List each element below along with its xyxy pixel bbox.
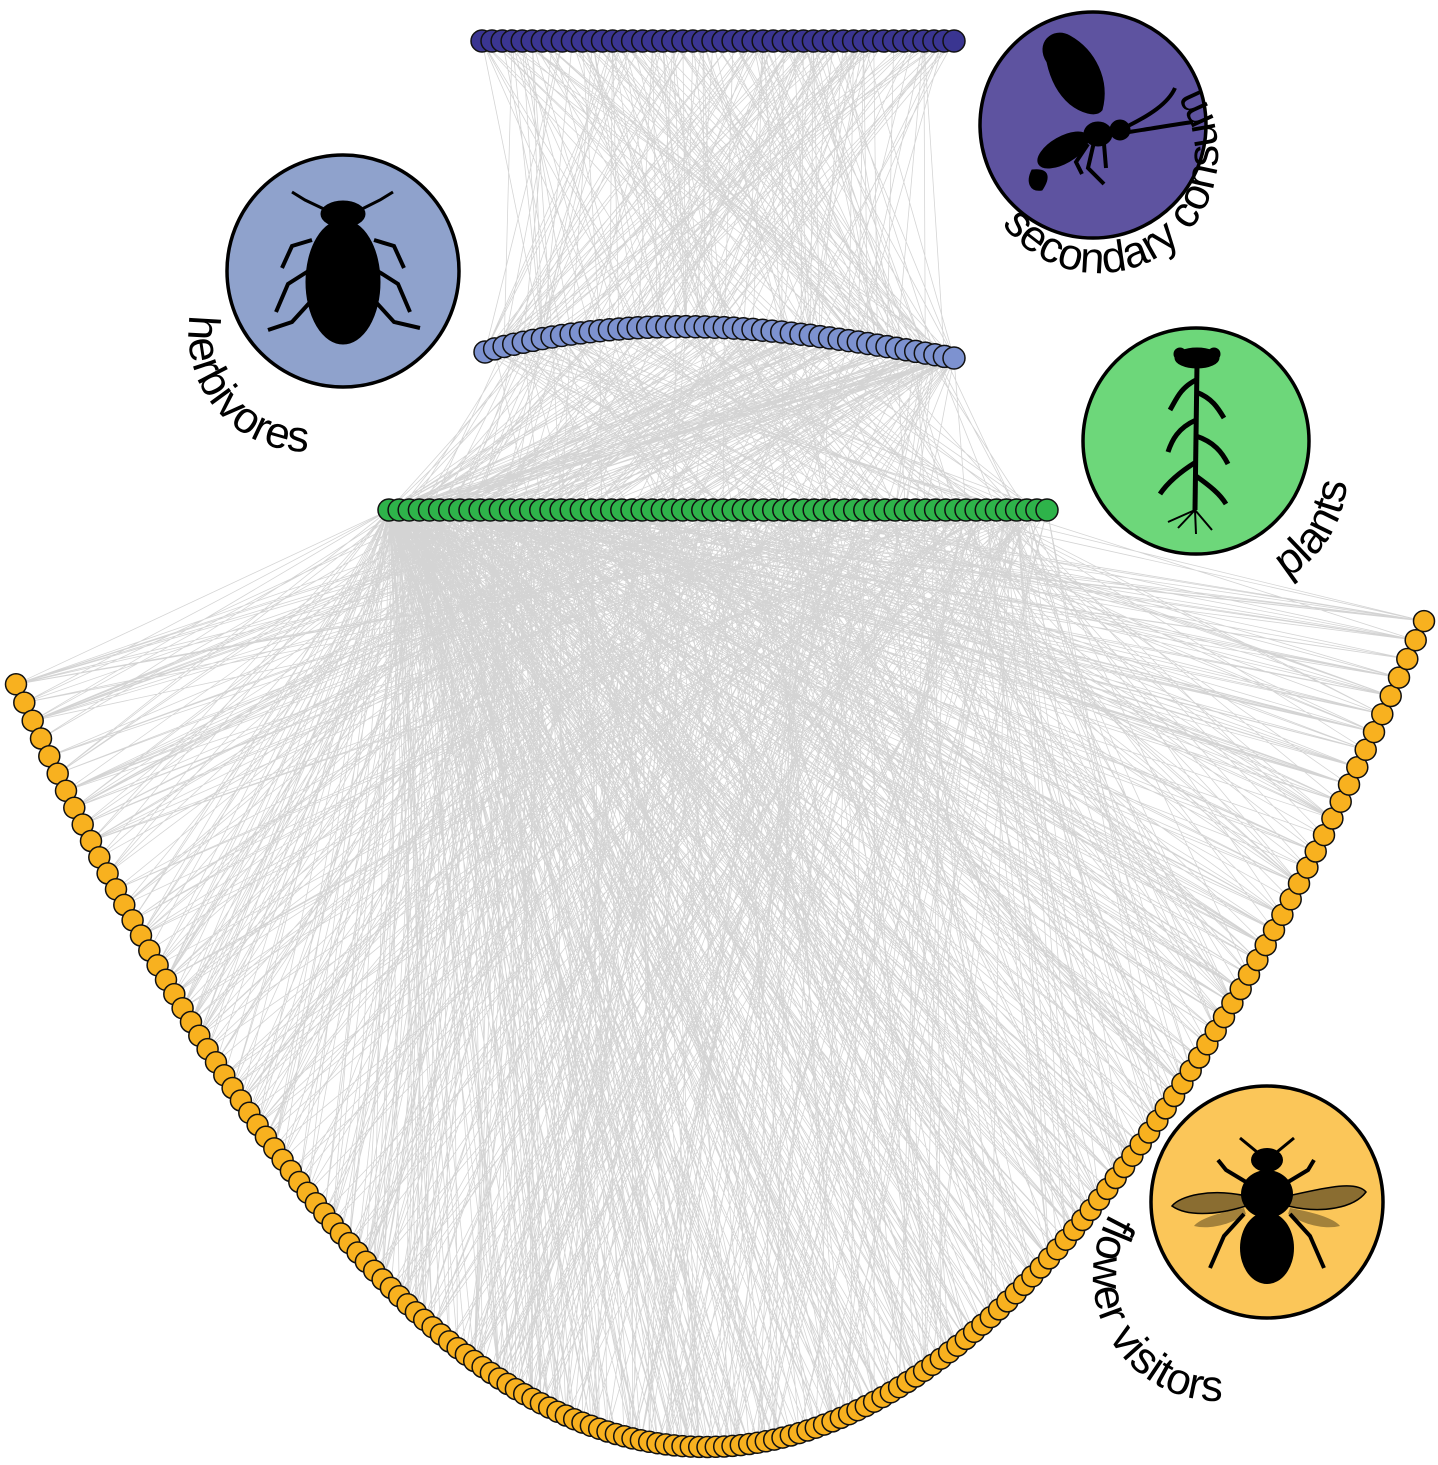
visitors-node	[1396, 647, 1419, 671]
visitors-node	[13, 691, 36, 714]
visitors-node	[1387, 666, 1411, 689]
plants-badge: plants	[1081, 326, 1357, 587]
flower-visitors-badge: flower visitors	[1083, 1084, 1385, 1411]
plants-node	[1035, 498, 1059, 522]
visitors-node	[4, 673, 28, 696]
species-nodes	[4, 29, 1436, 1459]
aphid-icon	[267, 190, 421, 345]
herbivores-badge: herbivores	[178, 153, 461, 462]
visitors-node	[1404, 628, 1427, 652]
secondary-consumer-nodes	[470, 29, 966, 53]
secondary-node	[942, 29, 966, 53]
bee-icon	[1170, 1136, 1367, 1284]
wasp-icon	[1028, 32, 1194, 191]
herbivore-nodes	[473, 314, 966, 370]
interaction-lines	[15, 40, 1425, 1448]
visitors-node	[1379, 684, 1402, 708]
interaction-edges	[15, 40, 1425, 1448]
flower-visitor-nodes	[4, 609, 1436, 1459]
visitors-node	[1371, 702, 1394, 726]
herbivores-node	[942, 346, 966, 370]
visitors-node	[1412, 609, 1436, 633]
plant-nodes	[377, 498, 1059, 522]
plant-icon	[1157, 347, 1231, 535]
